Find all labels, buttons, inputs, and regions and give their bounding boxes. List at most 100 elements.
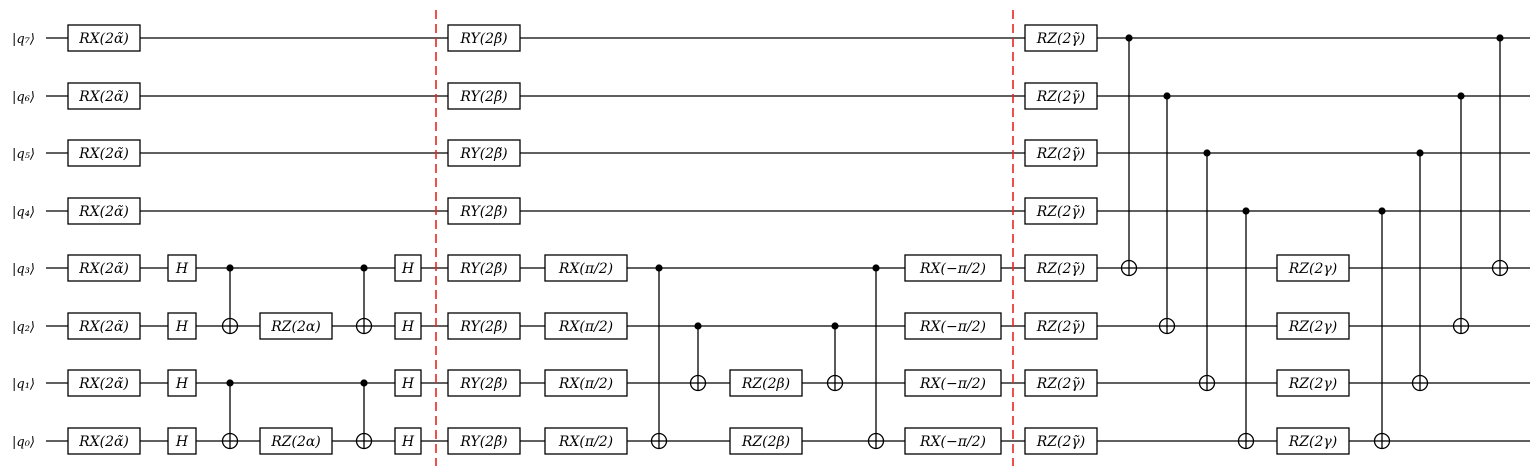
rz-gamma-tilde-gate-q4: RZ(2γ̃) (1024, 197, 1098, 225)
rz-gamma-tilde-label: RZ(2γ̃) (1036, 31, 1085, 47)
gates: RX(2α̃) RX(2α̃) RX(2α̃) RX(2α̃) RX(2α̃) RX(2α… (67, 24, 1509, 455)
ry-beta-tilde-label: RY(2β̃) (459, 434, 507, 450)
rx-alpha-tilde-gate-q6: RX(2α̃) (67, 82, 141, 110)
ry-beta-tilde-label: RY(2β̃) (459, 376, 507, 392)
barriers (435, 10, 1014, 466)
cnot-target-q2 (1158, 317, 1176, 335)
rz-gamma-tilde-gate-q7: RZ(2γ̃) (1024, 24, 1098, 52)
rz-gamma-tilde-gate-q0: RZ(2γ̃) (1024, 427, 1098, 455)
rz-gamma-gate-q3: RZ(2γ) (1276, 254, 1350, 282)
rz-alpha-label: RZ(2α) (270, 319, 321, 335)
qubit-label-q0: |q₀⟩ (12, 435, 35, 450)
cnot-control-q1 (360, 379, 368, 387)
qubit-label-q3: |q₃⟩ (12, 262, 35, 277)
ry-beta-tilde-label: RY(2β̃) (459, 261, 507, 277)
rx-pi-half-label: RX(π/2) (558, 319, 613, 335)
hadamard-gate-q0: H (167, 427, 197, 455)
hadamard-label: H (175, 376, 189, 392)
rx-minus-pi-half-gate-q1: RX(−π/2) (904, 369, 1002, 397)
rz-gamma-tilde-label: RZ(2γ̃) (1036, 434, 1085, 450)
rx-minus-pi-half-label: RX(−π/2) (919, 376, 986, 392)
rz-gamma-tilde-label: RZ(2γ̃) (1036, 89, 1085, 105)
qubit-labels: |q₇⟩|q₆⟩|q₅⟩|q₄⟩|q₃⟩|q₂⟩|q₁⟩|q₀⟩ (12, 32, 35, 450)
cnot-control-q4 (1378, 207, 1386, 215)
rx-alpha-tilde-label: RX(2α̃) (78, 261, 129, 277)
rz-gamma-tilde-label: RZ(2γ̃) (1036, 146, 1085, 162)
rx-alpha-tilde-gate-q7: RX(2α̃) (67, 24, 141, 52)
ry-beta-tilde-gate-q0: RY(2β̃) (447, 427, 521, 455)
rx-alpha-tilde-gate-q5: RX(2α̃) (67, 139, 141, 167)
rx-alpha-tilde-gate-q1: RX(2α̃) (67, 369, 141, 397)
rx-alpha-tilde-gate-q4: RX(2α̃) (67, 197, 141, 225)
rz-beta-label: RZ(2β) (741, 376, 790, 392)
rz-gamma-tilde-gate-q3: RZ(2γ̃) (1024, 254, 1098, 282)
rz-gamma-tilde-label: RZ(2γ̃) (1036, 204, 1085, 220)
rz-gamma-gate-q0: RZ(2γ) (1276, 427, 1350, 455)
hadamard-gate-q3: H (394, 254, 422, 282)
hadamard-gate-q0: H (394, 427, 422, 455)
rz-gamma-label: RZ(2γ) (1288, 434, 1337, 450)
cnot-target-q0 (221, 432, 239, 450)
rz-alpha-gate-q2: RZ(2α) (259, 312, 333, 340)
hadamard-gate-q1: H (394, 369, 422, 397)
rx-alpha-tilde-label: RX(2α̃) (78, 89, 129, 105)
rx-minus-pi-half-label: RX(−π/2) (919, 434, 986, 450)
hadamard-label: H (175, 261, 189, 277)
rz-alpha-label: RZ(2α) (270, 434, 321, 450)
rz-gamma-label: RZ(2γ) (1288, 261, 1337, 277)
cnot-target-q1 (1411, 374, 1429, 392)
hadamard-label: H (175, 319, 189, 335)
rz-gamma-tilde-gate-q1: RZ(2γ̃) (1024, 369, 1098, 397)
cnot-target-q2 (1452, 317, 1470, 335)
cnot-target-q1 (1198, 374, 1216, 392)
rz-gamma-gate-q1: RZ(2γ) (1276, 369, 1350, 397)
cnot-target-q3 (1491, 259, 1509, 277)
rz-gamma-tilde-label: RZ(2γ̃) (1036, 319, 1085, 335)
qubit-label-q2: |q₂⟩ (12, 320, 35, 335)
rz-gamma-label: RZ(2γ) (1288, 319, 1337, 335)
rx-pi-half-label: RX(π/2) (558, 376, 613, 392)
cnot-control-q2 (694, 322, 702, 330)
qubit-label-q6: |q₆⟩ (12, 90, 35, 105)
rz-beta-gate-q1: RZ(2β) (729, 369, 803, 397)
rx-minus-pi-half-label: RX(−π/2) (919, 261, 986, 277)
cnot-target-q1 (826, 374, 844, 392)
rx-alpha-tilde-label: RX(2α̃) (78, 31, 129, 47)
hadamard-label: H (175, 434, 189, 450)
cnot-target-q1 (689, 374, 707, 392)
ry-beta-tilde-gate-q5: RY(2β̃) (447, 139, 521, 167)
rx-pi-half-gate-q2: RX(π/2) (544, 312, 628, 340)
ry-beta-tilde-label: RY(2β̃) (459, 319, 507, 335)
rx-alpha-tilde-label: RX(2α̃) (78, 146, 129, 162)
cnot-control-q5 (1203, 149, 1211, 157)
rx-minus-pi-half-gate-q0: RX(−π/2) (904, 427, 1002, 455)
rz-gamma-tilde-gate-q6: RZ(2γ̃) (1024, 82, 1098, 110)
cnot-control-q7 (1496, 34, 1504, 42)
cnot-connectors (229, 38, 1501, 441)
ry-beta-tilde-label: RY(2β̃) (459, 31, 507, 47)
rx-pi-half-label: RX(π/2) (558, 261, 613, 277)
rx-alpha-tilde-label: RX(2α̃) (78, 204, 129, 220)
rx-pi-half-gate-q1: RX(π/2) (544, 369, 628, 397)
hadamard-label: H (401, 261, 415, 277)
cnot-target-q3 (1120, 259, 1138, 277)
rz-gamma-tilde-gate-q5: RZ(2γ̃) (1024, 139, 1098, 167)
rz-gamma-tilde-label: RZ(2γ̃) (1036, 261, 1085, 277)
ry-beta-tilde-label: RY(2β̃) (459, 204, 507, 220)
ry-beta-tilde-gate-q7: RY(2β̃) (447, 24, 521, 52)
rx-minus-pi-half-gate-q3: RX(−π/2) (904, 254, 1002, 282)
rx-alpha-tilde-label: RX(2α̃) (78, 319, 129, 335)
rz-alpha-gate-q0: RZ(2α) (259, 427, 333, 455)
ry-beta-tilde-label: RY(2β̃) (459, 146, 507, 162)
ry-beta-tilde-gate-q2: RY(2β̃) (447, 312, 521, 340)
cnot-control-q3 (872, 264, 880, 272)
rx-alpha-tilde-label: RX(2α̃) (78, 376, 129, 392)
rz-gamma-tilde-label: RZ(2γ̃) (1036, 376, 1085, 392)
ry-beta-tilde-gate-q1: RY(2β̃) (447, 369, 521, 397)
rz-beta-label: RZ(2β) (741, 434, 790, 450)
rx-pi-half-gate-q3: RX(π/2) (544, 254, 628, 282)
rx-alpha-tilde-gate-q2: RX(2α̃) (67, 312, 141, 340)
rz-beta-gate-q0: RZ(2β) (729, 427, 803, 455)
hadamard-gate-q3: H (167, 254, 197, 282)
